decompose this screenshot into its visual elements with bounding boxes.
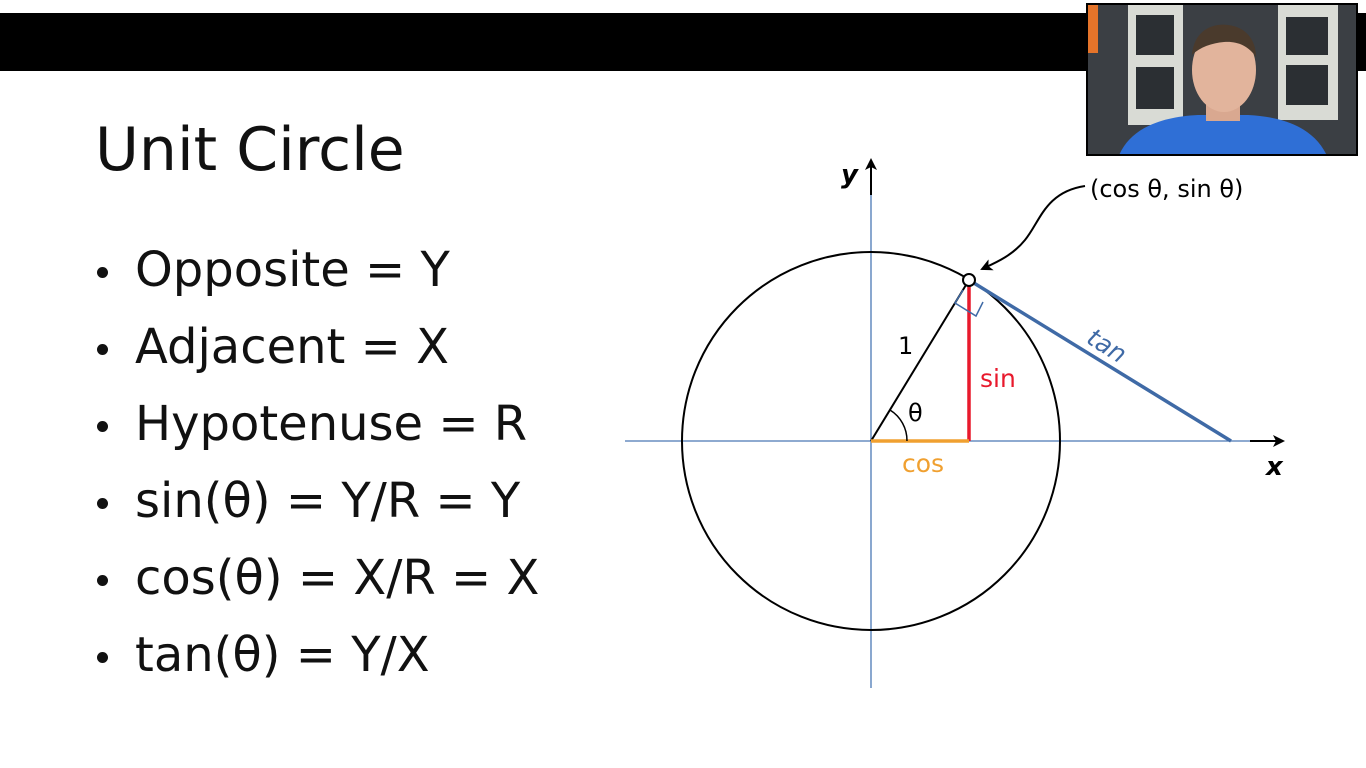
bullet-item: tan(θ) = Y/X	[95, 623, 539, 700]
bullet-text: Hypotenuse = R	[135, 396, 528, 452]
axis-x-label: x	[1264, 452, 1284, 482]
bullet-dot	[97, 498, 108, 509]
bullet-item: Opposite = Y	[95, 238, 539, 315]
tan-segment	[968, 278, 1232, 443]
axis-y-label: y	[841, 160, 859, 190]
bullet-item: sin(θ) = Y/R = Y	[95, 469, 539, 546]
sin-label: sin	[980, 364, 1016, 393]
right-angle-marker	[953, 289, 984, 318]
bullet-item: cos(θ) = X/R = X	[95, 546, 539, 623]
bullet-dot	[97, 575, 108, 586]
shelf-right-inner-2	[1286, 65, 1328, 105]
webcam-accent-bar	[1088, 5, 1098, 53]
shelf-left-inner	[1136, 15, 1174, 55]
angle-arc	[889, 409, 908, 442]
bullet-dot	[97, 652, 108, 663]
point-label: (cos θ, sin θ)	[1090, 175, 1243, 203]
bullet-item: Adjacent = X	[95, 315, 539, 392]
radius-label: 1	[898, 332, 913, 360]
bullet-text: tan(θ) = Y/X	[135, 627, 430, 683]
shelf-left-inner-2	[1136, 67, 1174, 109]
bullet-text: Adjacent = X	[135, 319, 449, 375]
bullet-item: Hypotenuse = R	[95, 392, 539, 469]
unit-circle	[681, 251, 1061, 631]
bullet-text: Opposite = Y	[135, 242, 450, 298]
shelf-right-inner	[1286, 17, 1328, 55]
angle-label: θ	[908, 399, 923, 427]
bullet-dot	[97, 421, 108, 432]
presenter-silhouette-icon	[1119, 24, 1326, 154]
bullet-dot	[97, 344, 108, 355]
bullet-text: sin(θ) = Y/R = Y	[135, 473, 521, 529]
cos-label: cos	[902, 449, 944, 478]
tan-label: tan	[1082, 322, 1132, 368]
slide-title: Unit Circle	[95, 115, 405, 185]
pointer-arrow	[980, 185, 1086, 271]
radius-segment	[870, 279, 970, 442]
webcam-overlay	[1086, 3, 1358, 156]
bullet-text: cos(θ) = X/R = X	[135, 550, 540, 606]
bullet-dot	[97, 267, 108, 278]
point-on-circle	[962, 273, 976, 287]
bullet-list: Opposite = Y Adjacent = X Hypotenuse = R…	[95, 238, 539, 700]
